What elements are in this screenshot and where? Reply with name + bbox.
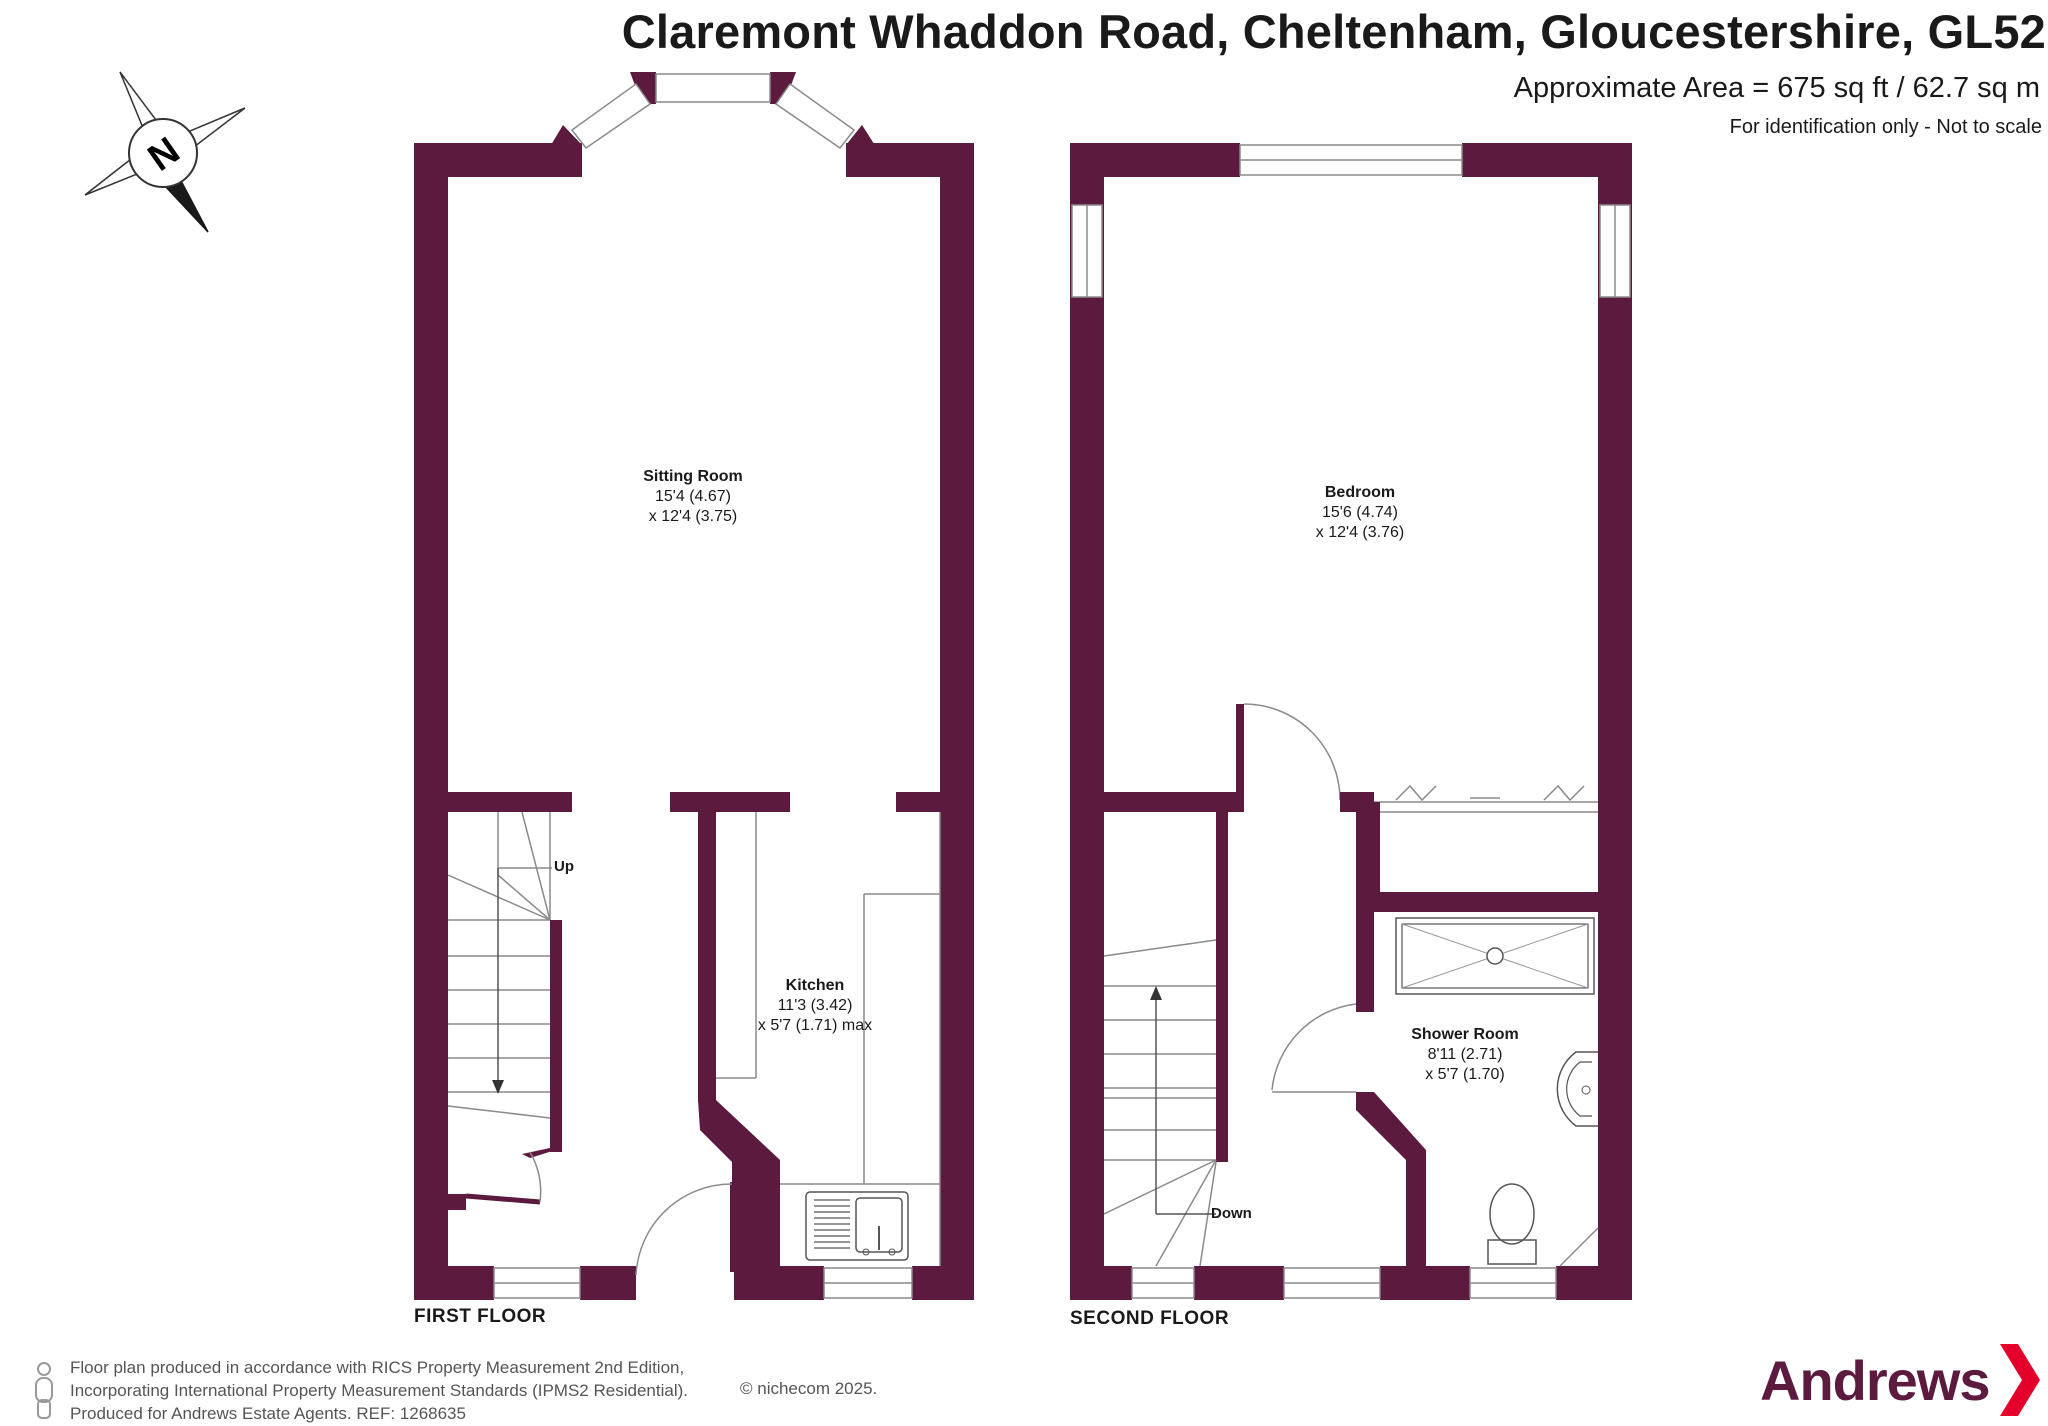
shower-room-label: Shower Room 8'11 (2.71) x 5'7 (1.70) <box>1411 1025 1519 1085</box>
shower-room-dim2: x 5'7 (1.70) <box>1425 1066 1505 1083</box>
first-floor-stairs-label: Up <box>554 858 574 875</box>
approximate-area: Approximate Area = 675 sq ft / 62.7 sq m <box>1513 72 2040 104</box>
kitchen-name: Kitchen <box>785 977 845 994</box>
compass-rose: N <box>84 71 246 233</box>
brand-chevron-icon <box>2000 1344 2040 1416</box>
first-floor-label: FIRST FLOOR <box>414 1306 547 1327</box>
kitchen-dim1: 11'3 (3.42) <box>777 997 853 1014</box>
bedroom-dim1: 15'6 (4.74) <box>1322 504 1398 521</box>
copyright-notice: © nichecom 2025. <box>740 1379 878 1398</box>
kitchen-dim2: x 5'7 (1.71) max <box>757 1017 873 1034</box>
brand-logo-text: Andrews <box>1760 1349 1990 1412</box>
first-floor-plan <box>414 72 974 1300</box>
footer-disclaimer: Floor plan produced in accordance with R… <box>70 1356 688 1425</box>
bedroom-name: Bedroom <box>1324 484 1396 501</box>
identification-note: For identification only - Not to scale <box>1729 116 2042 138</box>
sitting-room-name: Sitting Room <box>643 468 743 485</box>
shower-room-name: Shower Room <box>1411 1026 1519 1043</box>
footer-line-3: Produced for Andrews Estate Agents. REF:… <box>70 1404 466 1423</box>
second-floor-stairs-label: Down <box>1211 1205 1252 1222</box>
shower-room-dim1: 8'11 (2.71) <box>1427 1046 1503 1063</box>
second-floor-plan <box>1070 143 1632 1300</box>
sitting-room-label: Sitting Room 15'4 (4.67) x 12'4 (3.75) <box>643 467 743 527</box>
bedroom-label: Bedroom 15'6 (4.74) x 12'4 (3.76) <box>1316 483 1404 543</box>
footer-line-2: Incorporating International Property Mea… <box>70 1381 688 1400</box>
person-icon <box>35 1362 53 1419</box>
footer-line-1: Floor plan produced in accordance with R… <box>70 1358 685 1377</box>
sitting-room-dim2: x 12'4 (3.75) <box>648 508 738 525</box>
kitchen-label: Kitchen 11'3 (3.42) x 5'7 (1.71) max <box>758 976 872 1036</box>
property-address-title: Claremont Whaddon Road, Cheltenham, Glou… <box>621 5 2046 58</box>
sitting-room-dim1: 15'4 (4.67) <box>654 488 731 505</box>
bedroom-dim2: x 12'4 (3.76) <box>1315 524 1405 541</box>
second-floor-label: SECOND FLOOR <box>1070 1308 1230 1329</box>
